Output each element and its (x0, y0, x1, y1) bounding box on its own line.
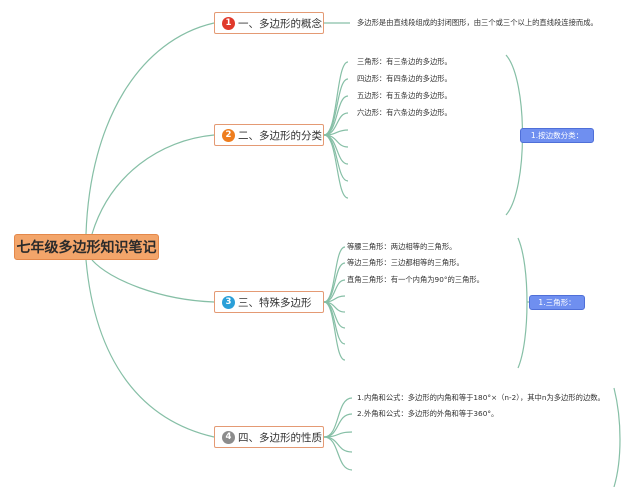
detail-text: 直角三角形：有一个内角为90°的三角形。 (347, 275, 484, 284)
b3-fan-8 (323, 301, 346, 361)
b3-fan-2 (323, 262, 346, 303)
number-badge-icon: 1 (222, 16, 235, 30)
branch-label: 二、多边形的分类 (238, 129, 322, 142)
b2-fan-8 (323, 134, 349, 182)
b2-fan-1 (323, 61, 349, 136)
b4-fan-4 (323, 436, 353, 453)
detail-text: 四边形：有四条边的多边形。 (357, 74, 452, 83)
summary-pill[interactable]: 1.按边数分类： (520, 128, 594, 143)
number-badge-icon: 3 (222, 295, 235, 309)
branch-classification[interactable]: 2 二、多边形的分类 (214, 124, 324, 146)
b4-fan-3 (323, 431, 353, 438)
detail-text: 等腰三角形：两边相等的三角形。 (347, 242, 457, 251)
root-connector-2 (91, 134, 215, 235)
branch-label: 四、多边形的性质 (238, 431, 322, 444)
branch-label: 一、多边形的概念 (238, 17, 322, 30)
root-topic[interactable]: 七年级多边形知识笔记 (14, 234, 159, 260)
number-badge-icon: 4 (222, 430, 235, 444)
branch-label: 三、特殊多边形 (238, 296, 312, 309)
b3-bracket (517, 237, 528, 369)
summary-pill[interactable]: 1.三角形： (529, 295, 585, 310)
root-connector-3 (91, 259, 215, 303)
number-badge-icon: 2 (222, 128, 235, 142)
summary-label: 1.三角形： (538, 298, 576, 307)
detail-text: 1.内角和公式：多边形的内角和等于180°×（n-2），其中n为多边形的边数。 (357, 393, 605, 402)
branch-special[interactable]: 3 三、特殊多边形 (214, 291, 324, 313)
branch-properties[interactable]: 4 四、多边形的性质 (214, 426, 324, 448)
root-topic-label: 七年级多边形知识笔记 (16, 240, 157, 256)
detail-text: 2.外角和公式：多边形的外角和等于360°。 (357, 409, 499, 418)
detail-text: 多边形是由直线段组成的封闭图形，由三个或三个以上的直线段连接而成。 (357, 18, 598, 27)
root-connector-1 (85, 22, 215, 235)
detail-text: 五边形：有五条边的多边形。 (357, 91, 452, 100)
detail-text: 三角形：有三条边的多边形。 (357, 57, 452, 66)
b3-fan-1 (323, 246, 346, 303)
b4-fan-1 (323, 397, 353, 438)
b2-fan-9 (323, 134, 349, 199)
b3-fan-7 (323, 301, 346, 345)
root-connector-4 (85, 259, 215, 438)
detail-text: 等边三角形：三边都相等的三角形。 (347, 258, 464, 267)
b4-fan-5 (323, 436, 353, 471)
summary-label: 1.按边数分类： (530, 131, 584, 140)
branch-concept[interactable]: 1 一、多边形的概念 (214, 12, 324, 34)
b4-bracket (613, 387, 621, 487)
detail-text: 六边形：有六条边的多边形。 (357, 108, 452, 117)
